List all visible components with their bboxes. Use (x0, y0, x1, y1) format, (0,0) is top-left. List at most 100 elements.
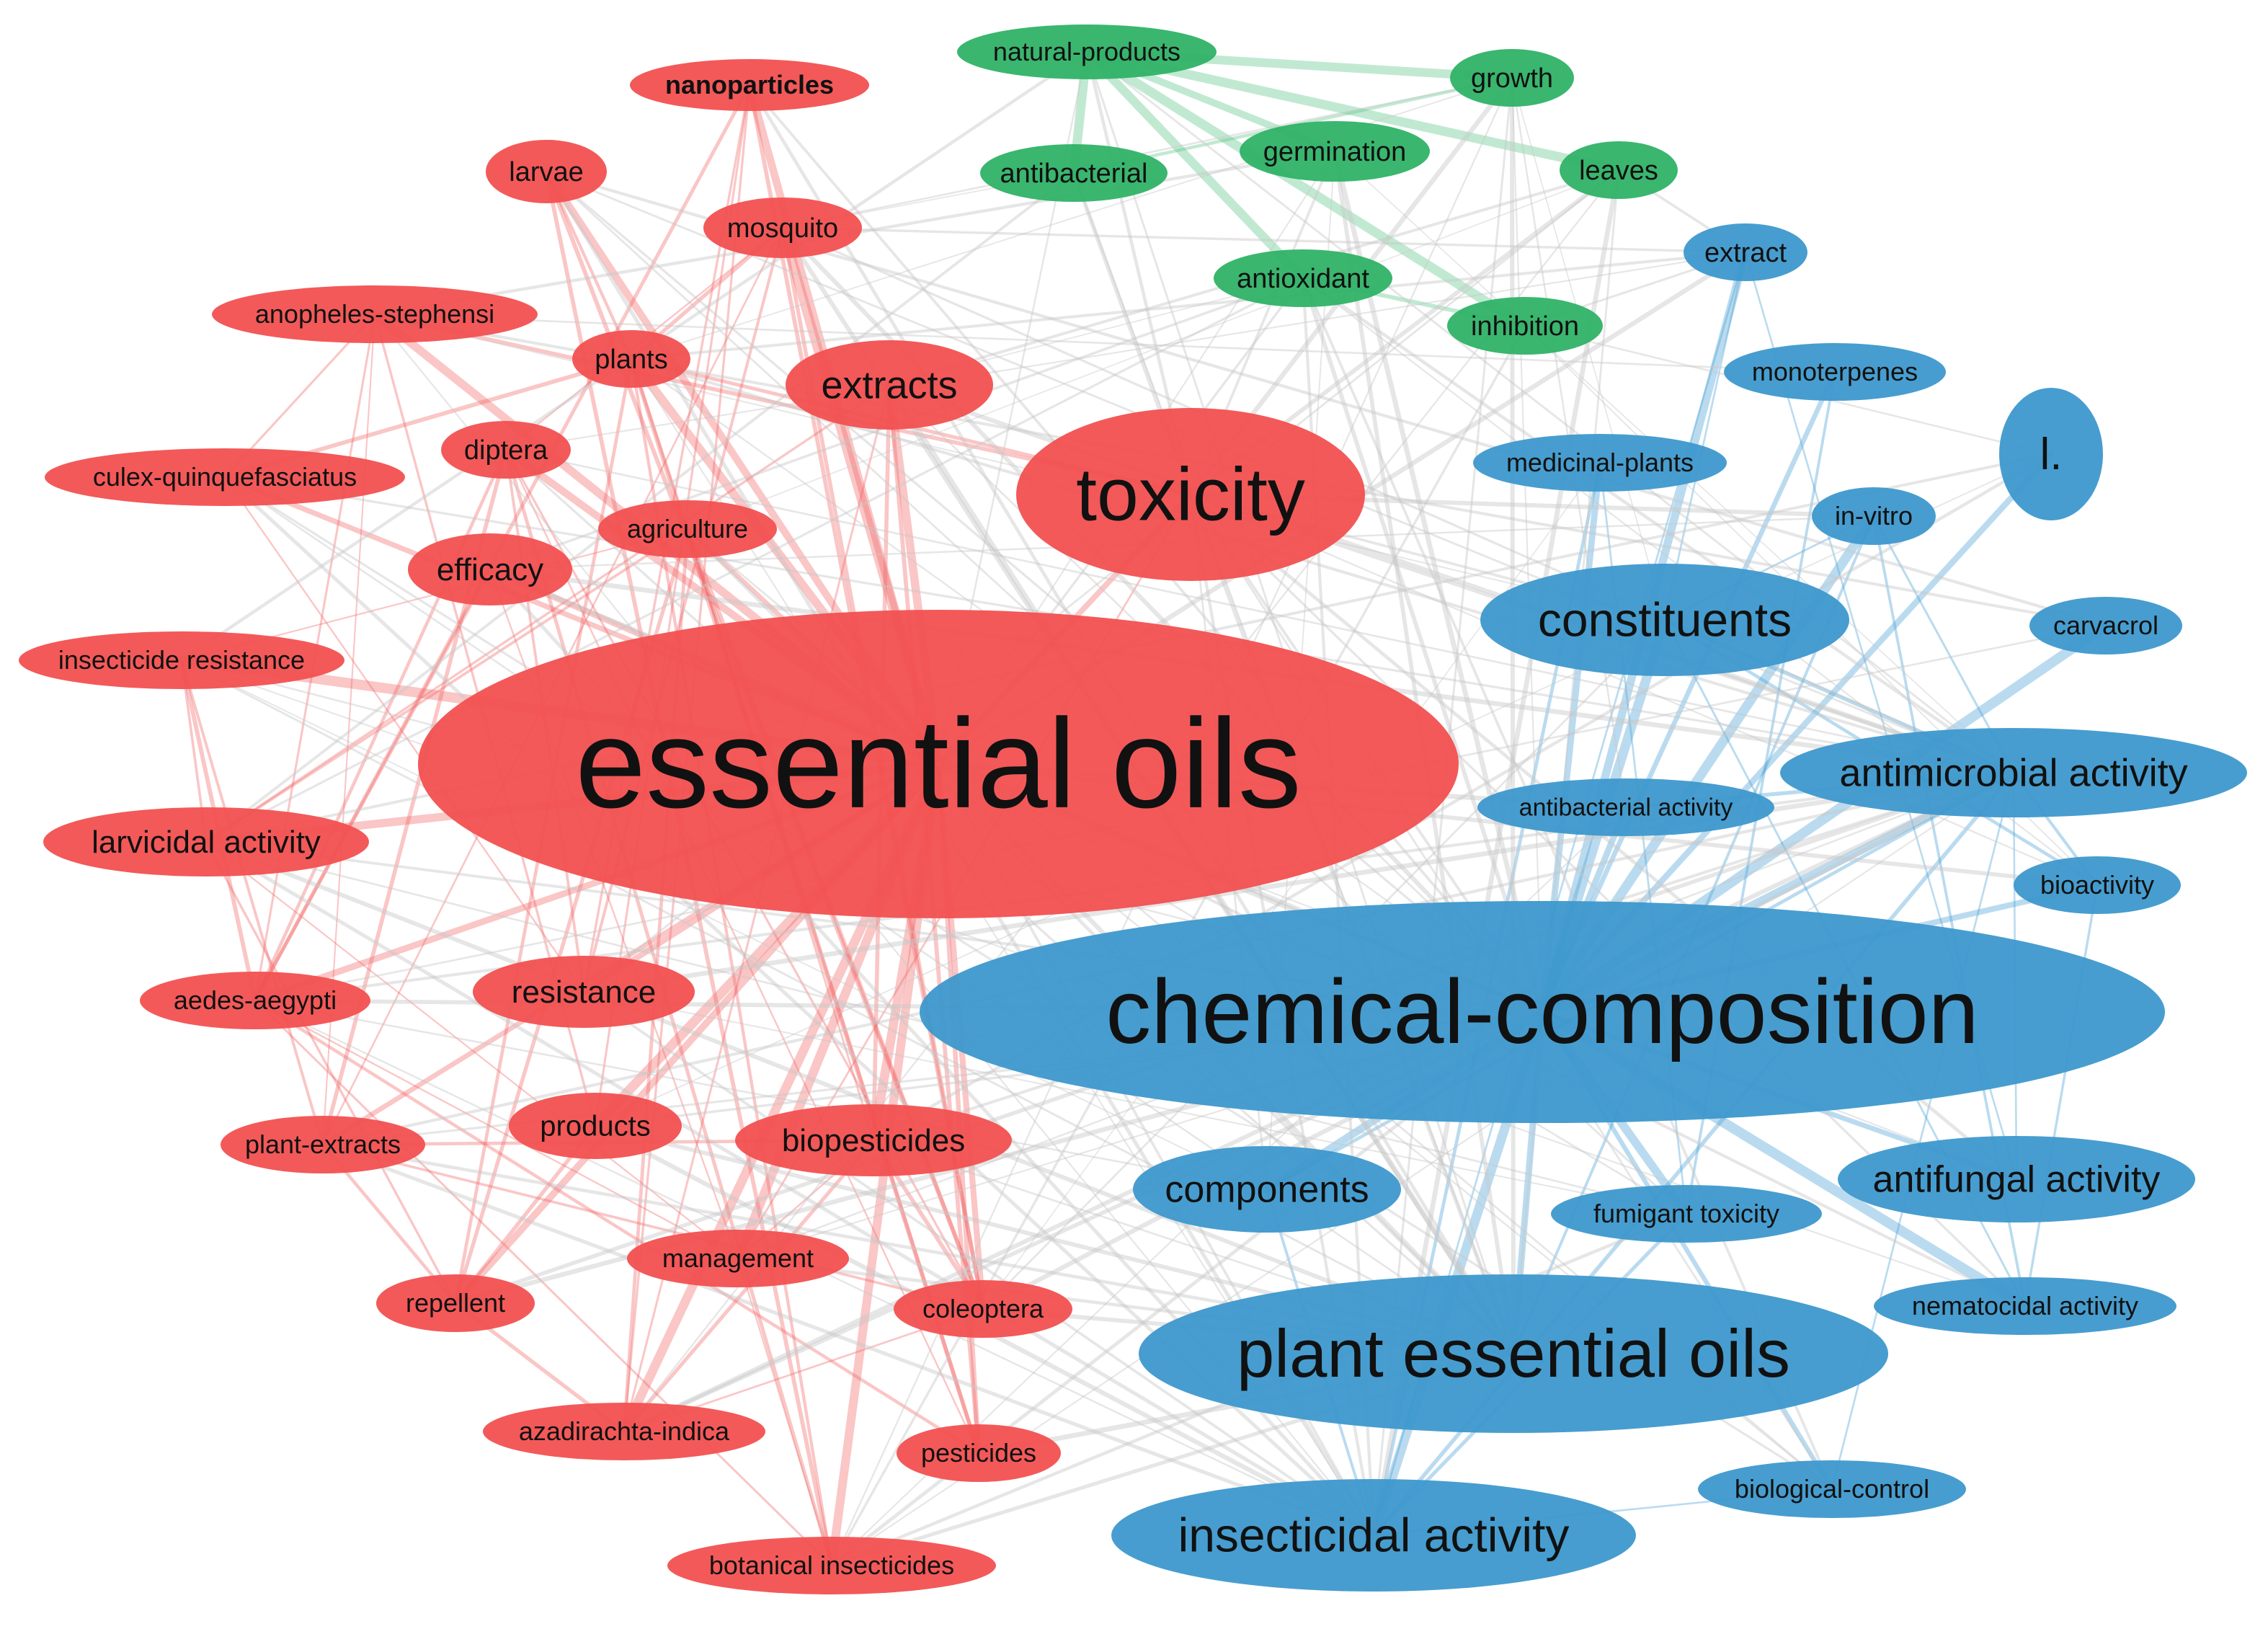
node-label: repellent (406, 1288, 505, 1318)
node-ellipse (2029, 597, 2182, 654)
node-ellipse (703, 197, 862, 258)
node-antibacterial-activity[interactable]: antibacterial activity (1477, 778, 1774, 836)
node-ellipse (980, 144, 1168, 202)
node-bioactivity[interactable]: bioactivity (2014, 856, 2181, 914)
node-ellipse (509, 1093, 682, 1159)
node-components[interactable]: components (1133, 1146, 1401, 1233)
node-botanical-insecticides[interactable]: botanical insecticides (667, 1537, 996, 1594)
edge (205, 383, 891, 843)
node-monoterpenes[interactable]: monoterpenes (1724, 343, 1946, 401)
node-ellipse (1698, 1460, 1966, 1518)
node-nematocidal-activity[interactable]: nematocidal activity (1874, 1277, 2176, 1335)
node-label: biological-control (1735, 1474, 1929, 1504)
node-label: biopesticides (782, 1123, 965, 1158)
node-extract[interactable]: extract (1684, 223, 1807, 281)
node-ellipse (1874, 1277, 2176, 1335)
node-ellipse (735, 1104, 1012, 1176)
node-ellipse (1447, 297, 1603, 355)
node-diptera[interactable]: diptera (441, 421, 571, 479)
node-ellipse (441, 421, 571, 479)
node-biopesticides[interactable]: biopesticides (735, 1104, 1012, 1176)
node-label: growth (1471, 63, 1553, 94)
node-plant-essential-oils[interactable]: plant essential oils (1139, 1274, 1888, 1433)
edge (204, 840, 1516, 1356)
edge (204, 840, 1376, 1537)
node-label: natural-products (993, 37, 1180, 66)
node-label: mosquito (727, 213, 838, 244)
node-inhibition[interactable]: inhibition (1447, 297, 1603, 355)
node-label: nanoparticles (665, 70, 834, 99)
node-pesticides[interactable]: pesticides (897, 1424, 1061, 1482)
node-label: culex-quinquefasciatus (93, 462, 357, 492)
node-ellipse (1780, 728, 2247, 817)
node-coleoptera[interactable]: coleoptera (894, 1280, 1072, 1338)
node-chemical-composition[interactable]: chemical-composition (920, 901, 2165, 1123)
node-label: antioxidant (1237, 264, 1369, 294)
node-products[interactable]: products (509, 1093, 682, 1159)
node-antioxidant[interactable]: antioxidant (1214, 249, 1392, 307)
node-medicinal-plants[interactable]: medicinal-plants (1473, 434, 1727, 492)
node-label: extracts (821, 363, 957, 407)
node-germination[interactable]: germination (1240, 121, 1430, 182)
node-azadirachta-indica[interactable]: azadirachta-indica (483, 1403, 765, 1460)
node-ellipse (1473, 434, 1727, 492)
node-growth[interactable]: growth (1450, 49, 1574, 107)
node-ellipse (473, 956, 695, 1028)
edge (781, 76, 1513, 229)
node-larvae[interactable]: larvae (486, 140, 607, 203)
node-label: l. (2040, 430, 2063, 479)
node-extracts[interactable]: extracts (786, 340, 993, 430)
node-toxicity[interactable]: toxicity (1016, 408, 1365, 581)
edge (504, 448, 980, 1455)
node-in-vitro[interactable]: in-vitro (1812, 487, 1936, 545)
node-label: pesticides (921, 1438, 1036, 1468)
edge (1085, 50, 2015, 774)
edge (254, 999, 739, 1260)
node-efficacy[interactable]: efficacy (408, 533, 572, 605)
node-biological-control[interactable]: biological-control (1698, 1460, 1966, 1518)
node-label: inhibition (1471, 311, 1579, 342)
node-leaves[interactable]: leaves (1560, 141, 1678, 199)
node-antibacterial[interactable]: antibacterial (980, 144, 1168, 202)
node-label: azadirachta-indica (519, 1416, 730, 1446)
node-carvacrol[interactable]: carvacrol (2029, 597, 2182, 654)
edge (1082, 47, 1530, 331)
node-label: components (1165, 1169, 1369, 1211)
node-label: germination (1263, 137, 1407, 167)
node-antimicrobial-activity[interactable]: antimicrobial activity (1780, 728, 2247, 817)
edge (254, 999, 833, 1567)
node-ellipse (1477, 778, 1774, 836)
node-anopheles-stephensi[interactable]: anopheles-stephensi (212, 285, 538, 343)
node-insecticide-resistance[interactable]: insecticide resistance (19, 631, 344, 689)
node-nanoparticles[interactable]: nanoparticles (630, 59, 869, 111)
edge (1663, 251, 1747, 621)
node-essential-oils[interactable]: essential oils (418, 610, 1459, 918)
node-larvicidal-activity[interactable]: larvicidal activity (43, 807, 369, 876)
edge (223, 476, 585, 993)
node-l[interactable]: l. (1999, 388, 2103, 520)
node-plant-extracts[interactable]: plant-extracts (221, 1116, 425, 1173)
node-insecticidal-activity[interactable]: insecticidal activity (1111, 1479, 1636, 1592)
node-aedes-aegypti[interactable]: aedes-aegypti (140, 972, 370, 1029)
node-plants[interactable]: plants (572, 330, 690, 388)
edge (205, 528, 689, 843)
node-agriculture[interactable]: agriculture (598, 500, 777, 558)
edge (737, 1257, 833, 1567)
node-culex-quinquefasciatus[interactable]: culex-quinquefasciatus (45, 448, 405, 506)
node-ellipse (1684, 223, 1807, 281)
node-constituents[interactable]: constituents (1480, 564, 1849, 676)
node-repellent[interactable]: repellent (376, 1274, 535, 1332)
node-ellipse (45, 448, 405, 506)
node-ellipse (1812, 487, 1936, 545)
edge (781, 226, 2015, 774)
node-antifungal-activity[interactable]: antifungal activity (1838, 1136, 2195, 1222)
edge (254, 999, 1268, 1191)
node-resistance[interactable]: resistance (473, 956, 695, 1028)
edge (544, 169, 633, 361)
node-management[interactable]: management (627, 1230, 849, 1287)
node-label: plant essential oils (1237, 1315, 1790, 1391)
node-label: extract (1704, 238, 1787, 268)
node-mosquito[interactable]: mosquito (703, 197, 862, 258)
node-fumigant-toxicity[interactable]: fumigant toxicity (1551, 1185, 1822, 1243)
node-natural-products[interactable]: natural-products (957, 25, 1217, 79)
